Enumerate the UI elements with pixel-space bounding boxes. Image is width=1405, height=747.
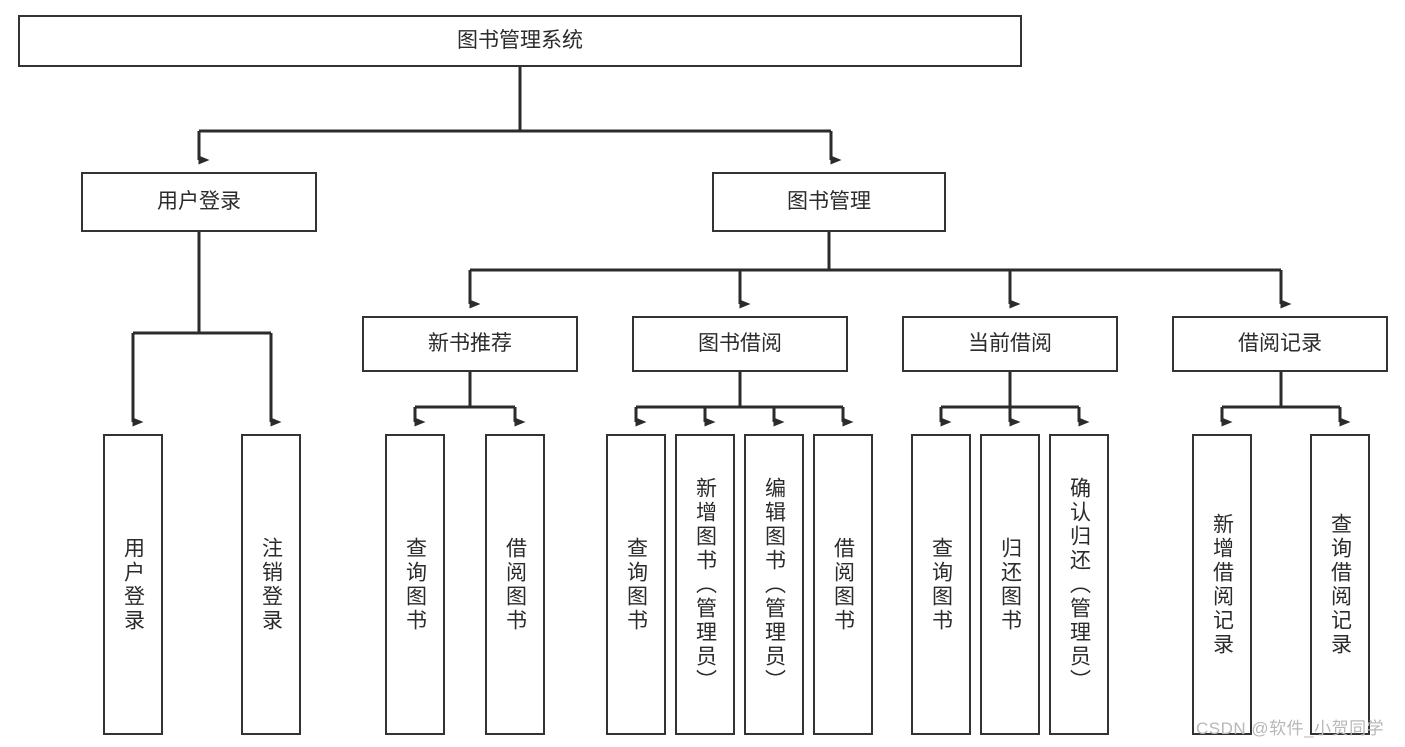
node-label: 编辑图书（管理员） bbox=[762, 476, 786, 693]
node-borrow-records[interactable]: 借阅记录 bbox=[1172, 316, 1388, 372]
node-current-borrow[interactable]: 当前借阅 bbox=[902, 316, 1118, 372]
leaf-query-book-borrow[interactable]: 查询图书 bbox=[606, 434, 666, 735]
leaf-query-borrow-record[interactable]: 查询借阅记录 bbox=[1310, 434, 1370, 735]
node-label: 借阅图书 bbox=[503, 536, 527, 633]
node-label: 查询借阅记录 bbox=[1328, 512, 1352, 657]
node-label: 查询图书 bbox=[624, 536, 648, 633]
leaf-confirm-return-admin[interactable]: 确认归还（管理员） bbox=[1049, 434, 1109, 735]
node-label: 新增借阅记录 bbox=[1210, 512, 1234, 657]
node-new-book-recommend[interactable]: 新书推荐 bbox=[362, 316, 578, 372]
leaf-user-logout[interactable]: 注销登录 bbox=[241, 434, 301, 735]
node-book-management[interactable]: 图书管理 bbox=[712, 172, 946, 232]
node-book-borrow[interactable]: 图书借阅 bbox=[632, 316, 848, 372]
csdn-watermark: CSDN @软件_小贺同学 bbox=[1196, 719, 1385, 738]
node-label: 查询图书 bbox=[929, 536, 953, 633]
node-label: 图书管理系统 bbox=[457, 28, 583, 52]
node-user-login[interactable]: 用户登录 bbox=[81, 172, 317, 232]
node-label: 确认归还（管理员） bbox=[1067, 476, 1091, 693]
leaf-edit-book-admin[interactable]: 编辑图书（管理员） bbox=[744, 434, 804, 735]
node-label: 借阅记录 bbox=[1238, 331, 1322, 355]
node-label: 图书管理 bbox=[787, 189, 871, 213]
node-label: 新书推荐 bbox=[428, 331, 512, 355]
node-label: 用户登录 bbox=[121, 536, 145, 633]
node-label: 注销登录 bbox=[259, 536, 283, 633]
leaf-query-book-current[interactable]: 查询图书 bbox=[911, 434, 971, 735]
node-label: 新增图书（管理员） bbox=[693, 476, 717, 693]
node-label: 归还图书 bbox=[998, 536, 1022, 633]
node-label: 查询图书 bbox=[403, 536, 427, 633]
leaf-borrow-book-recommend[interactable]: 借阅图书 bbox=[485, 434, 545, 735]
leaf-user-login[interactable]: 用户登录 bbox=[103, 434, 163, 735]
node-label: 图书借阅 bbox=[698, 331, 782, 355]
leaf-return-book[interactable]: 归还图书 bbox=[980, 434, 1040, 735]
leaf-add-book-admin[interactable]: 新增图书（管理员） bbox=[675, 434, 735, 735]
leaf-borrow-book[interactable]: 借阅图书 bbox=[813, 434, 873, 735]
node-label: 当前借阅 bbox=[968, 331, 1052, 355]
node-label: 用户登录 bbox=[157, 189, 241, 213]
node-label: 借阅图书 bbox=[831, 536, 855, 633]
node-root[interactable]: 图书管理系统 bbox=[18, 15, 1022, 67]
leaf-add-borrow-record[interactable]: 新增借阅记录 bbox=[1192, 434, 1252, 735]
leaf-query-book-recommend[interactable]: 查询图书 bbox=[385, 434, 445, 735]
